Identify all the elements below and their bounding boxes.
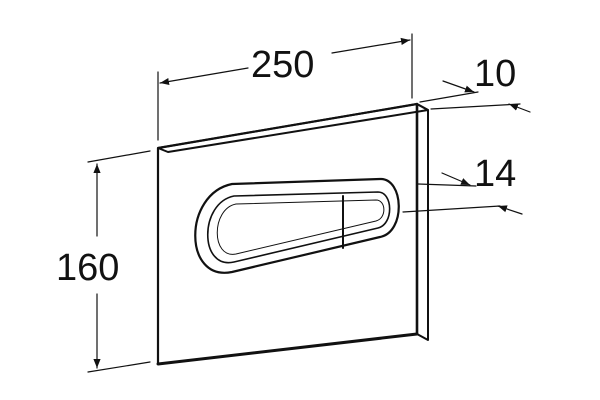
button-inner-shade [216, 199, 385, 255]
dimension-height: 160 [56, 150, 151, 373]
dimension-thickness: 10 [419, 53, 531, 113]
thickness-label: 10 [474, 53, 516, 95]
button-inner-outline [206, 191, 391, 264]
button-depth-label: 14 [474, 153, 516, 195]
dimension-button-depth: 14 [402, 153, 523, 215]
plate-top-face [157, 103, 429, 153]
height-label: 160 [56, 247, 119, 289]
width-label: 250 [251, 44, 314, 86]
plate-front-face [156, 102, 419, 366]
flush-button [194, 177, 400, 274]
button-outer-outline [194, 177, 400, 274]
flush-plate [156, 102, 429, 366]
plate-right-face [416, 103, 429, 341]
dimension-width: 250 [157, 33, 413, 141]
